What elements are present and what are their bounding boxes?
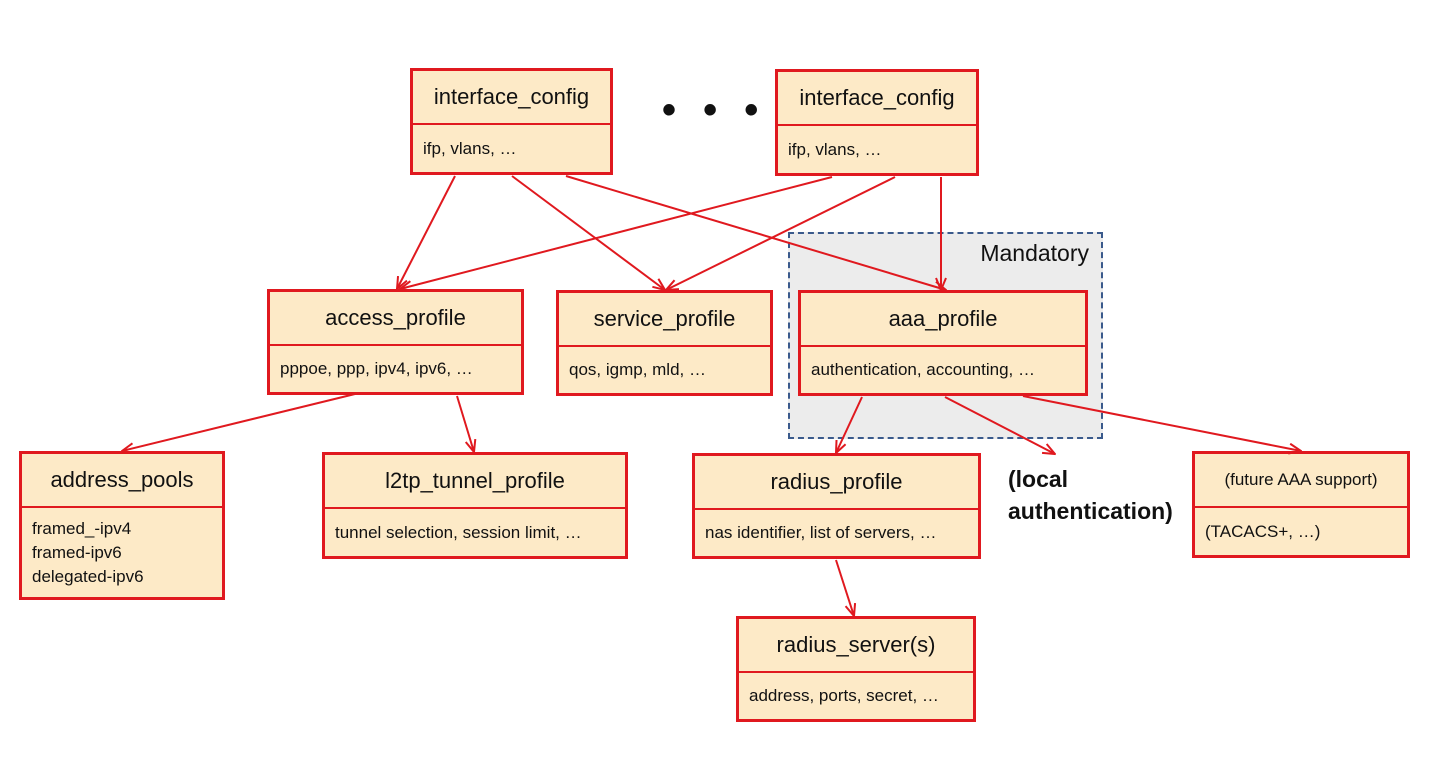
address-pools-line-1: framed_-ipv4 — [32, 518, 132, 538]
arrow-access-to-l2tp — [456, 395, 474, 452]
interface-config-left-title: interface_config — [413, 71, 610, 125]
future-aaa-box[interactable]: (future AAA support) (TACACS+, …) — [1192, 451, 1410, 558]
aaa-profile-box[interactable]: aaa_profile authentication, accounting, … — [798, 290, 1088, 396]
l2tp-tunnel-profile-title: l2tp_tunnel_profile — [325, 455, 625, 509]
interface-config-left-box[interactable]: interface_config ifp, vlans, … — [410, 68, 613, 175]
radius-profile-title: radius_profile — [695, 456, 978, 510]
service-profile-title: service_profile — [559, 293, 770, 347]
radius-server-title: radius_server(s) — [739, 619, 973, 673]
local-authentication-line-1: (local — [1008, 466, 1069, 492]
future-aaa-content: (TACACS+, …) — [1205, 521, 1321, 541]
service-profile-box[interactable]: service_profile qos, igmp, mld, … — [556, 290, 773, 396]
address-pools-line-3: delegated-ipv6 — [32, 566, 144, 586]
address-pools-title: address_pools — [22, 454, 222, 508]
radius-profile-box[interactable]: radius_profile nas identifier, list of s… — [692, 453, 981, 559]
future-aaa-title: (future AAA support) — [1195, 454, 1407, 508]
interface-config-right-title: interface_config — [778, 72, 976, 126]
arrow-ifleft-to-access — [397, 175, 456, 289]
service-profile-content: qos, igmp, mld, … — [569, 360, 706, 379]
arrow-ifleft-to-service — [511, 175, 665, 290]
radius-server-box[interactable]: radius_server(s) address, ports, secret,… — [736, 616, 976, 722]
arrow-access-to-address-pools — [122, 393, 356, 451]
local-authentication-label: (local authentication) — [1008, 463, 1173, 527]
access-profile-content: pppoe, ppp, ipv4, ipv6, … — [280, 359, 473, 378]
radius-profile-content: nas identifier, list of servers, … — [705, 523, 937, 542]
l2tp-tunnel-profile-content: tunnel selection, session limit, … — [335, 522, 582, 542]
local-authentication-line-2: authentication) — [1008, 498, 1173, 524]
arrow-ifright-to-access — [400, 176, 833, 289]
ellipsis: • • • — [662, 88, 767, 132]
l2tp-tunnel-profile-box[interactable]: l2tp_tunnel_profile tunnel selection, se… — [322, 452, 628, 559]
mandatory-label: Mandatory — [980, 240, 1089, 266]
address-pools-content: framed_-ipv4 framed-ipv6 delegated-ipv6 — [22, 508, 222, 597]
aaa-profile-content: authentication, accounting, … — [811, 360, 1035, 379]
access-profile-title: access_profile — [270, 292, 521, 346]
interface-config-left-content: ifp, vlans, … — [423, 138, 517, 158]
interface-config-right-content: ifp, vlans, … — [788, 139, 882, 159]
aaa-profile-title: aaa_profile — [801, 293, 1085, 347]
radius-server-content: address, ports, secret, … — [749, 686, 939, 705]
address-pools-line-2: framed-ipv6 — [32, 542, 122, 562]
arrow-radius-profile-to-radius-server — [835, 559, 854, 616]
interface-config-right-box[interactable]: interface_config ifp, vlans, … — [775, 69, 979, 176]
access-profile-box[interactable]: access_profile pppoe, ppp, ipv4, ipv6, … — [267, 289, 524, 395]
address-pools-box[interactable]: address_pools framed_-ipv4 framed-ipv6 d… — [19, 451, 225, 600]
